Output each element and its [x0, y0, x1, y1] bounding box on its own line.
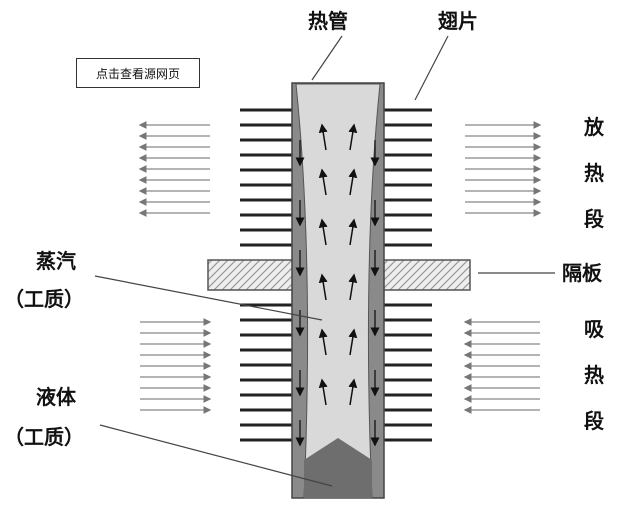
- vapor-up-arrow: [348, 273, 358, 301]
- vapor-up-arrow: [318, 123, 328, 151]
- liquid-medium-label: （工质）: [4, 425, 84, 449]
- vapor-up-arrow: [318, 218, 328, 246]
- absorb-label-1: 吸: [584, 317, 605, 341]
- leader-lines: [94, 35, 555, 487]
- heat-pipe-label: 热管: [308, 9, 348, 33]
- liquid-label: 液体: [36, 385, 77, 409]
- vapor-medium-label: （工质）: [4, 287, 84, 311]
- vapor-core: [295, 83, 381, 499]
- vapor-up-arrow: [348, 218, 358, 246]
- vapor-up-arrow: [318, 168, 328, 196]
- absorb-label-2: 热: [584, 363, 604, 387]
- view-source-button[interactable]: 点击查看源网页: [76, 58, 200, 88]
- vapor-up-arrow: [318, 378, 328, 406]
- vapor-up-arrow: [318, 328, 328, 356]
- fins-label: 翅片: [438, 9, 478, 33]
- vapor-up-arrow: [348, 123, 358, 151]
- vapor-up-arrow: [348, 328, 358, 356]
- release-label-1: 放: [583, 115, 605, 139]
- vapor-label: 蒸汽: [36, 249, 76, 273]
- vapor-up-arrow: [318, 273, 328, 301]
- absorb-label-3: 段: [584, 409, 604, 433]
- vapor-up-arrow: [348, 378, 358, 406]
- release-label-2: 热: [584, 161, 604, 185]
- release-label-3: 段: [584, 207, 604, 231]
- partition-label: 隔板: [562, 261, 603, 285]
- vapor-up-arrow: [348, 168, 358, 196]
- fins: [240, 108, 432, 442]
- vapor-liquid-arrows: [295, 123, 380, 447]
- heat-flow-arrows: [138, 121, 542, 414]
